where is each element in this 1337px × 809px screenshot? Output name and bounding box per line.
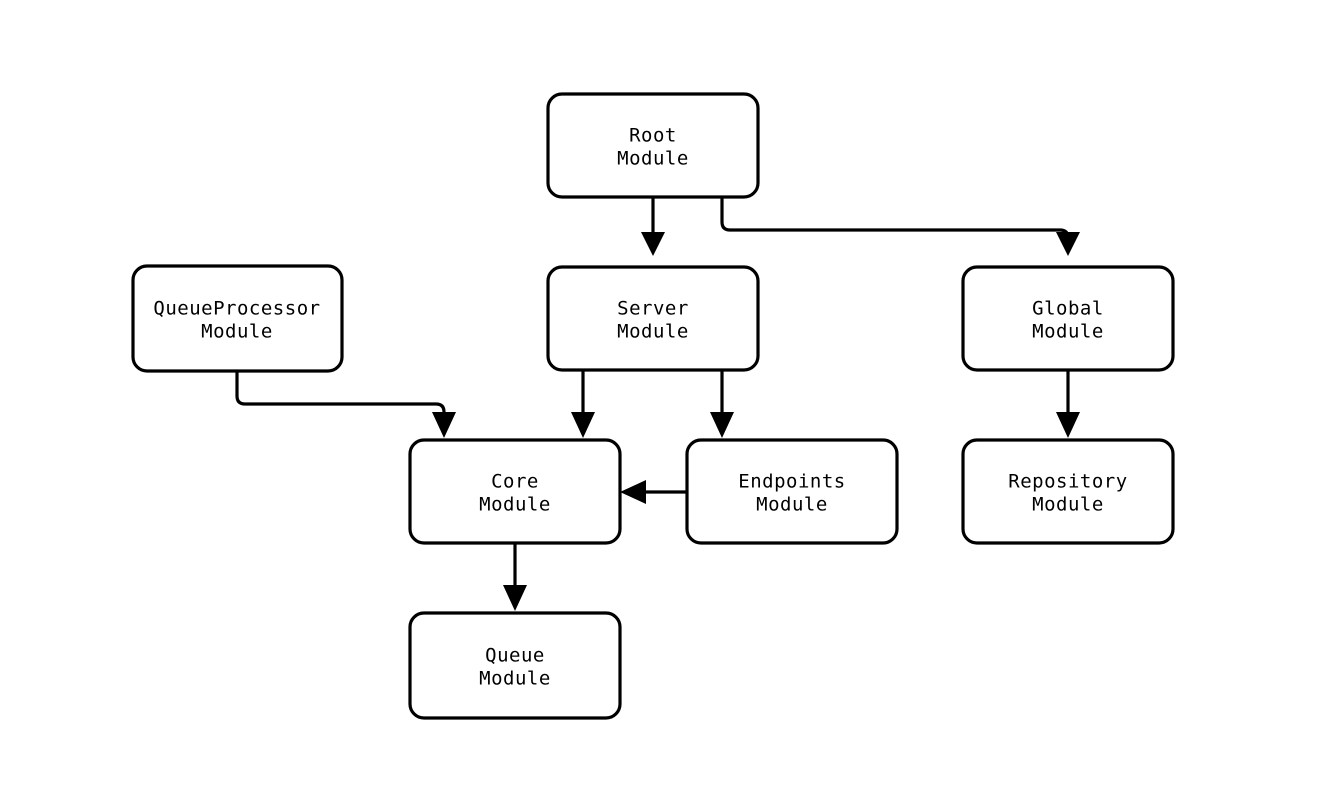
- node-queueprocessor-box: [131, 264, 344, 373]
- edge-layer: [235, 197, 1080, 611]
- node-core[interactable]: Core Module: [408, 438, 622, 545]
- edge-endpoints-to-core[interactable]: [620, 480, 687, 504]
- node-queue-box: [408, 611, 622, 720]
- edge-root-to-server-arrowhead: [641, 232, 665, 256]
- node-repository-label-line2: Module: [1032, 494, 1104, 516]
- edge-server-to-endpoints[interactable]: [710, 370, 734, 438]
- node-root-box: [546, 92, 760, 199]
- node-global[interactable]: Global Module: [961, 265, 1175, 372]
- node-queue-label-line2: Module: [479, 668, 551, 690]
- node-server[interactable]: Server Module: [546, 265, 760, 372]
- edge-core-to-queue-arrowhead: [503, 585, 527, 611]
- edge-endpoints-to-core-arrowhead: [620, 480, 646, 504]
- node-queue[interactable]: Queue Module: [408, 611, 622, 720]
- node-root[interactable]: Root Module: [546, 92, 760, 199]
- node-global-label-line2: Module: [1032, 321, 1104, 343]
- edge-queueprocessor-to-core[interactable]: [235, 371, 456, 438]
- edge-core-to-queue[interactable]: [503, 543, 527, 611]
- edge-root-to-global[interactable]: [720, 197, 1080, 256]
- edge-server-to-core[interactable]: [571, 370, 595, 438]
- node-endpoints-label-line2: Module: [756, 494, 828, 516]
- node-server-box: [546, 265, 760, 372]
- node-core-box: [408, 438, 622, 545]
- node-core-label-line2: Module: [479, 494, 551, 516]
- edge-global-to-repository-arrowhead: [1056, 412, 1080, 438]
- node-repository-box: [961, 438, 1175, 545]
- node-core-label-line1: Core: [491, 471, 539, 493]
- edge-global-to-repository[interactable]: [1056, 370, 1080, 438]
- node-queueprocessor-label-line2: Module: [201, 321, 273, 343]
- node-repository[interactable]: Repository Module: [961, 438, 1175, 545]
- node-endpoints-label-line1: Endpoints: [738, 471, 845, 493]
- node-server-label-line1: Server: [617, 298, 689, 320]
- node-root-label-line1: Root: [629, 125, 677, 147]
- edge-root-to-server[interactable]: [641, 197, 665, 256]
- node-global-label-line1: Global: [1032, 298, 1104, 320]
- edge-queueprocessor-to-core-arrowhead: [432, 412, 456, 438]
- node-queue-label-line1: Queue: [485, 645, 545, 667]
- edge-queueprocessor-to-core-line: [235, 371, 446, 413]
- node-endpoints-box: [685, 438, 899, 545]
- node-root-label-line2: Module: [617, 148, 689, 170]
- node-queueprocessor[interactable]: QueueProcessor Module: [131, 264, 344, 373]
- node-endpoints[interactable]: Endpoints Module: [685, 438, 899, 545]
- node-global-box: [961, 265, 1175, 372]
- edge-server-to-core-arrowhead: [571, 412, 595, 438]
- edge-root-to-global-arrowhead: [1056, 232, 1080, 256]
- node-repository-label-line1: Repository: [1008, 471, 1127, 493]
- edge-server-to-endpoints-arrowhead: [710, 412, 734, 438]
- node-queueprocessor-label-line1: QueueProcessor: [153, 298, 320, 320]
- edge-root-to-global-line: [720, 197, 1070, 239]
- node-server-label-line2: Module: [617, 321, 689, 343]
- node-layer: Root Module QueueProcessor Module Server…: [131, 92, 1175, 720]
